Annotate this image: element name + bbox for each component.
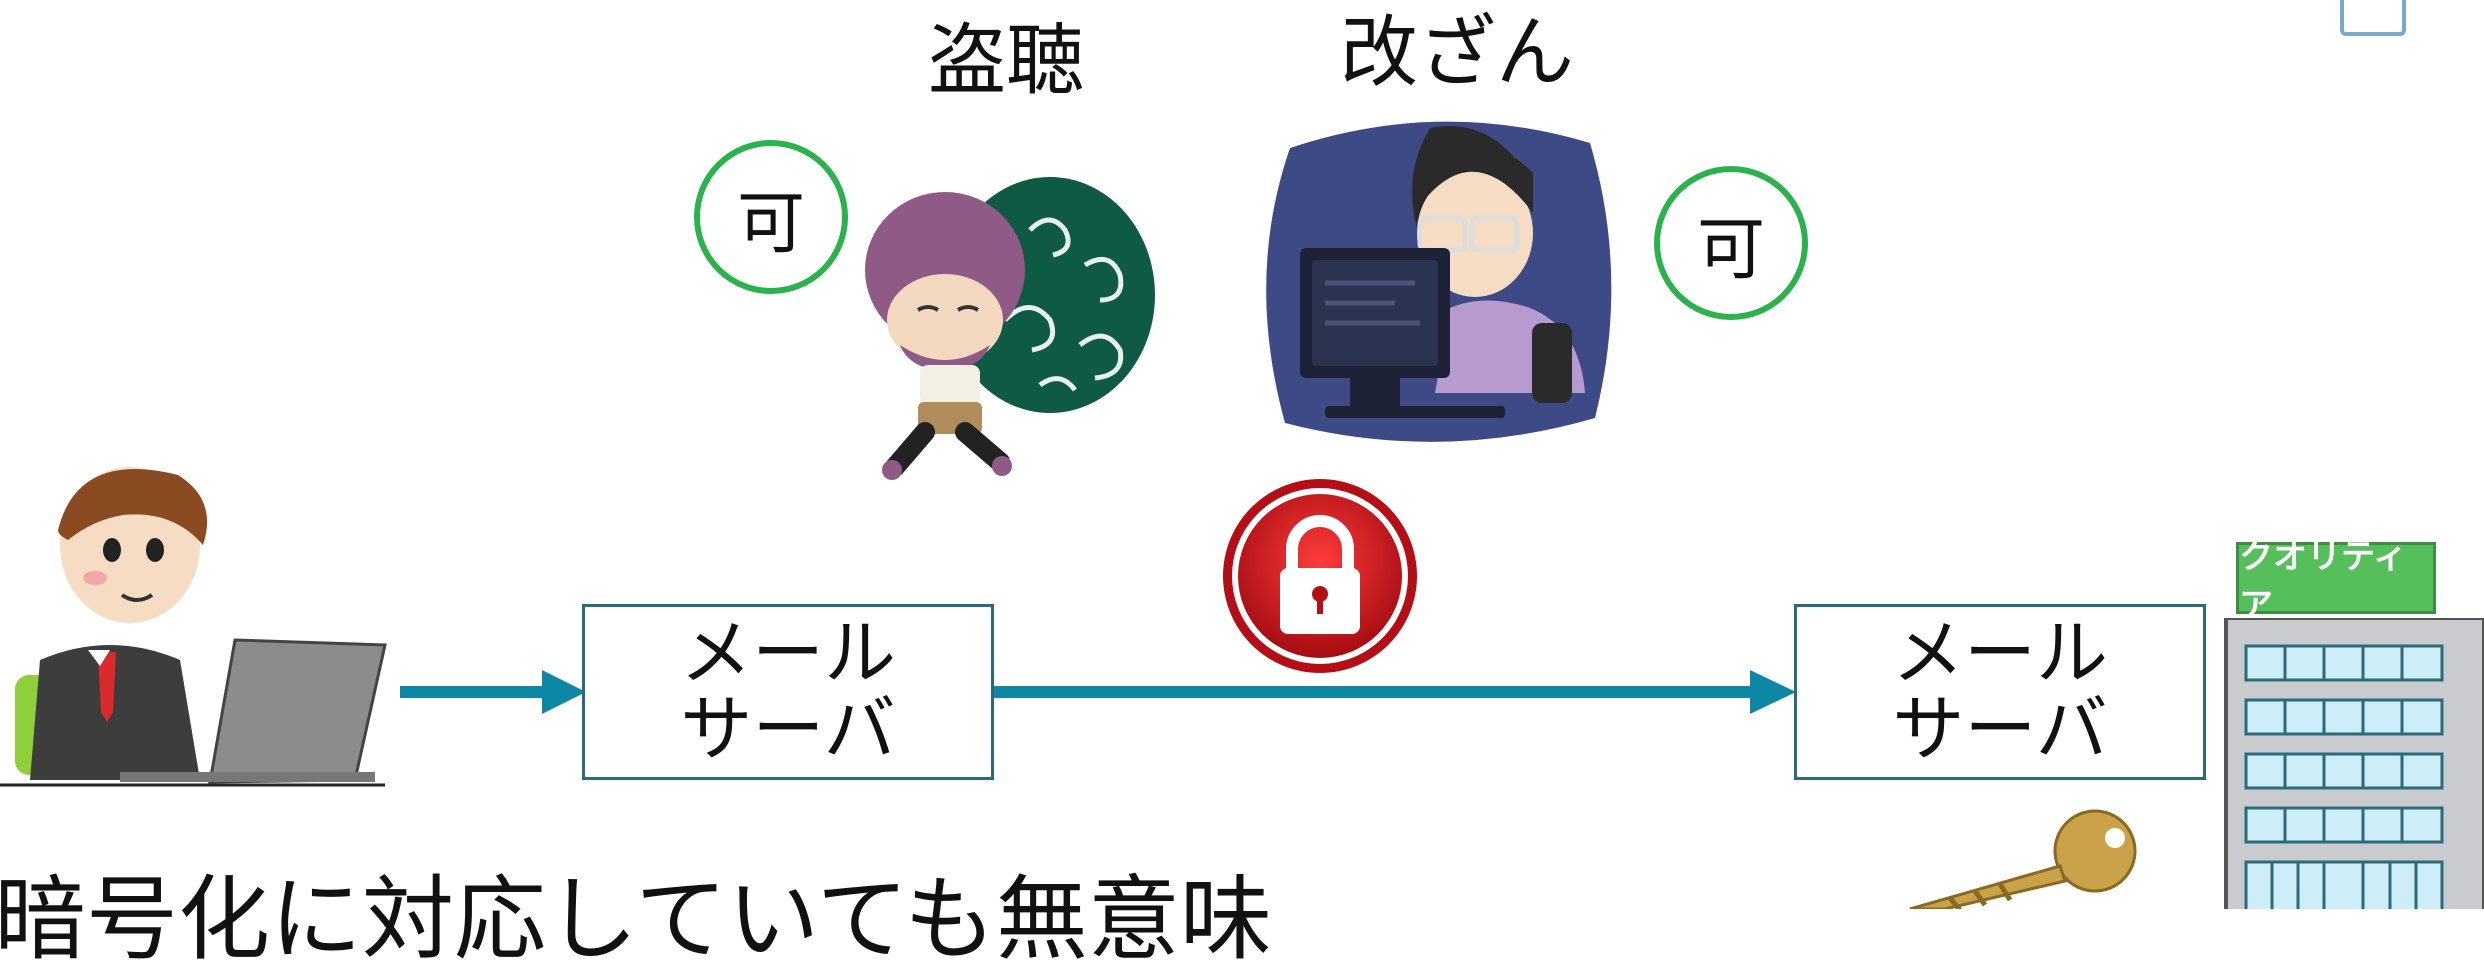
building-body [2224, 618, 2484, 909]
mail-server-right-line1: メール [1891, 611, 2108, 696]
arrow-sender-to-server [400, 670, 586, 714]
key-icon [1909, 809, 2137, 909]
eavesdrop-title: 盗聴 [928, 16, 1085, 106]
mail-server-left-line1: メール [679, 611, 896, 696]
mail-server-left-line2: サーバ [680, 687, 896, 771]
tamper-title: 改ざん [1340, 8, 1575, 98]
building-sign: クオリティア [2236, 537, 2436, 626]
arrow-server-to-server [990, 670, 1796, 714]
corner-box [2340, 0, 2406, 36]
mail-server-left: メール サーバ [582, 604, 994, 780]
businessman-icon [0, 467, 387, 787]
tamper-badge: 可 [1654, 166, 1808, 320]
caption-text: 暗号化に対応していても無意味 [0, 866, 1272, 973]
mail-server-right: メール サーバ [1794, 604, 2206, 780]
padlock-icon [1223, 479, 1417, 673]
eavesdrop-badge: 可 [694, 140, 848, 294]
office-building-icon: クオリティア [2222, 537, 2484, 909]
hacker-icon [1266, 121, 1612, 442]
mail-server-right-line2: サーバ [1892, 687, 2108, 771]
thief-icon [865, 177, 1155, 480]
